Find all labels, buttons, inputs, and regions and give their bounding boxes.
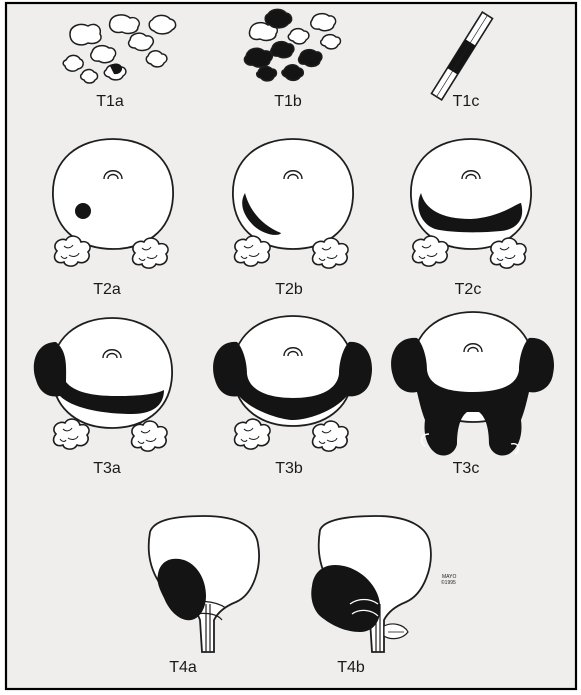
label-t3b: T3b — [275, 460, 303, 477]
label-t1c: T1c — [453, 93, 480, 110]
panel-t2a — [53, 139, 173, 268]
panel-t2c — [411, 139, 531, 268]
label-t2b: T2b — [275, 281, 303, 298]
label-t4a: T4a — [169, 659, 197, 676]
t2a-tumor — [75, 203, 91, 219]
panel-t2b — [233, 139, 353, 268]
copyright-mark-line2: ©1995 — [441, 579, 456, 586]
label-t2a: T2a — [93, 281, 121, 298]
label-t3c: T3c — [453, 460, 480, 477]
label-t1b: T1b — [274, 93, 302, 110]
label-t2c: T2c — [455, 281, 482, 298]
label-t3a: T3a — [93, 460, 121, 477]
label-t1a: T1a — [96, 93, 124, 110]
label-t4b: T4b — [337, 659, 365, 676]
